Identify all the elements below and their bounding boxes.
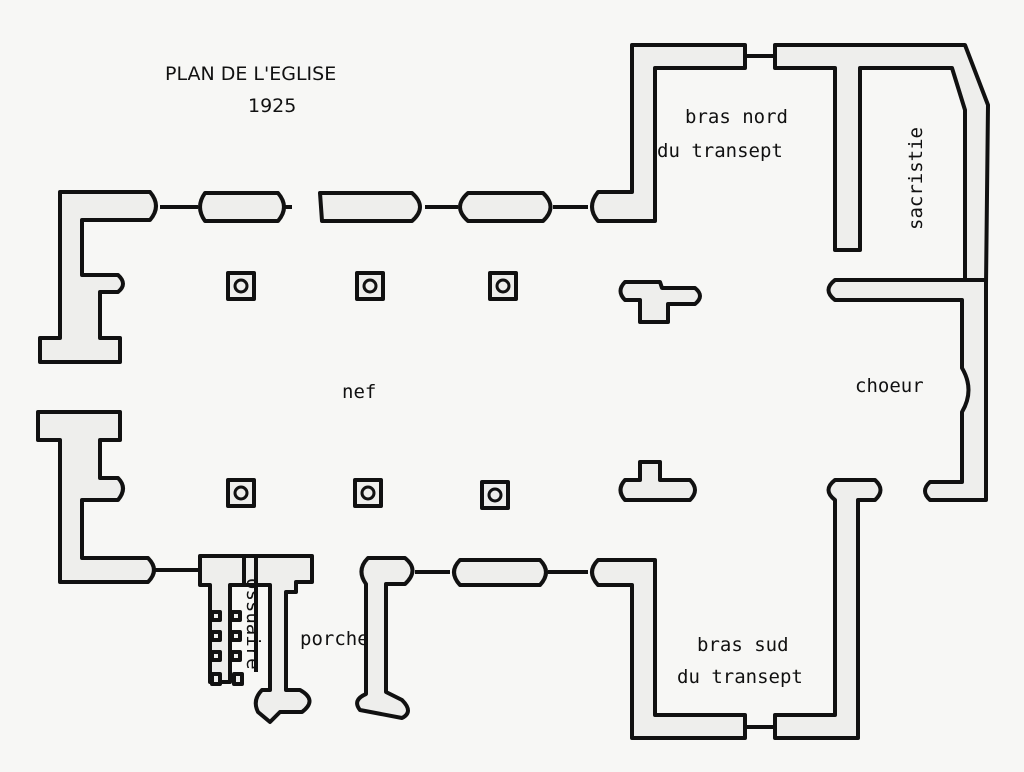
choir-south-transept-east-wall bbox=[773, 478, 883, 740]
crossing-pier-north bbox=[618, 280, 702, 324]
column bbox=[226, 271, 256, 301]
label-nef: nef bbox=[342, 381, 376, 403]
ossuary-posts bbox=[210, 610, 244, 686]
crossing-pier-south bbox=[618, 460, 697, 502]
walls bbox=[36, 43, 990, 740]
label-sacristie: sacristie bbox=[905, 127, 927, 230]
west-wall-south bbox=[36, 410, 156, 584]
column bbox=[353, 478, 383, 508]
north-transept-west-wall bbox=[590, 43, 747, 223]
label-bras-sud-transept: du transept bbox=[677, 666, 803, 688]
label-ossuaire: ossuaire bbox=[242, 578, 264, 670]
column bbox=[488, 271, 518, 301]
choir-north-wall bbox=[826, 278, 988, 502]
column bbox=[355, 271, 385, 301]
north-transept-east-wall bbox=[773, 43, 990, 287]
north-wall-segment bbox=[318, 191, 422, 223]
column bbox=[480, 480, 510, 510]
north-wall-segment bbox=[198, 191, 286, 223]
label-porche: porche bbox=[300, 628, 369, 650]
column bbox=[226, 478, 256, 508]
label-bras-nord-transept: du transept bbox=[657, 140, 783, 162]
nave-columns bbox=[226, 271, 702, 510]
porch-east-wall bbox=[355, 556, 415, 720]
south-wall-segment bbox=[452, 558, 548, 587]
north-wall-segment bbox=[458, 191, 553, 223]
porch-west-wall bbox=[198, 554, 314, 724]
west-wall-north bbox=[38, 190, 158, 364]
label-bras-nord: bras nord bbox=[685, 106, 788, 128]
label-choeur: choeur bbox=[855, 375, 924, 397]
label-bras-sud: bras sud bbox=[697, 634, 789, 656]
plan-year: 1925 bbox=[248, 95, 296, 117]
plan-title: PLAN DE L'EGLISE bbox=[165, 63, 336, 85]
south-transept-west-wall bbox=[590, 558, 747, 740]
